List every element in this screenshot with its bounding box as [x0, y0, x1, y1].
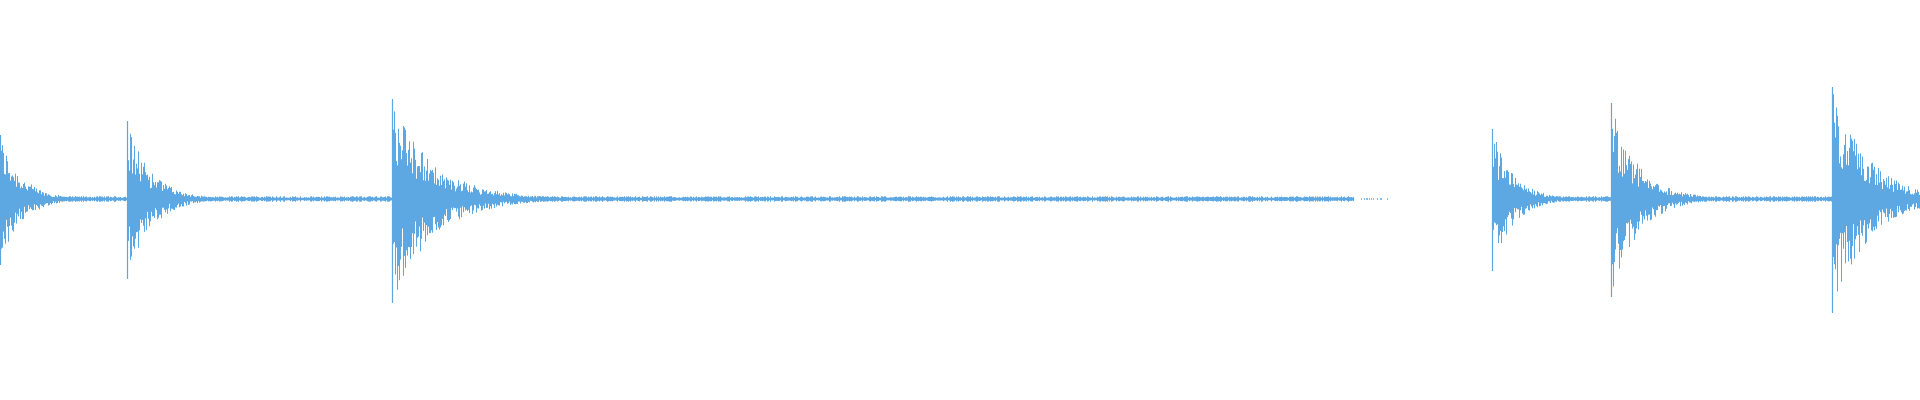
waveform-path: [0, 94, 1920, 299]
waveform-bars: [0, 87, 1920, 313]
